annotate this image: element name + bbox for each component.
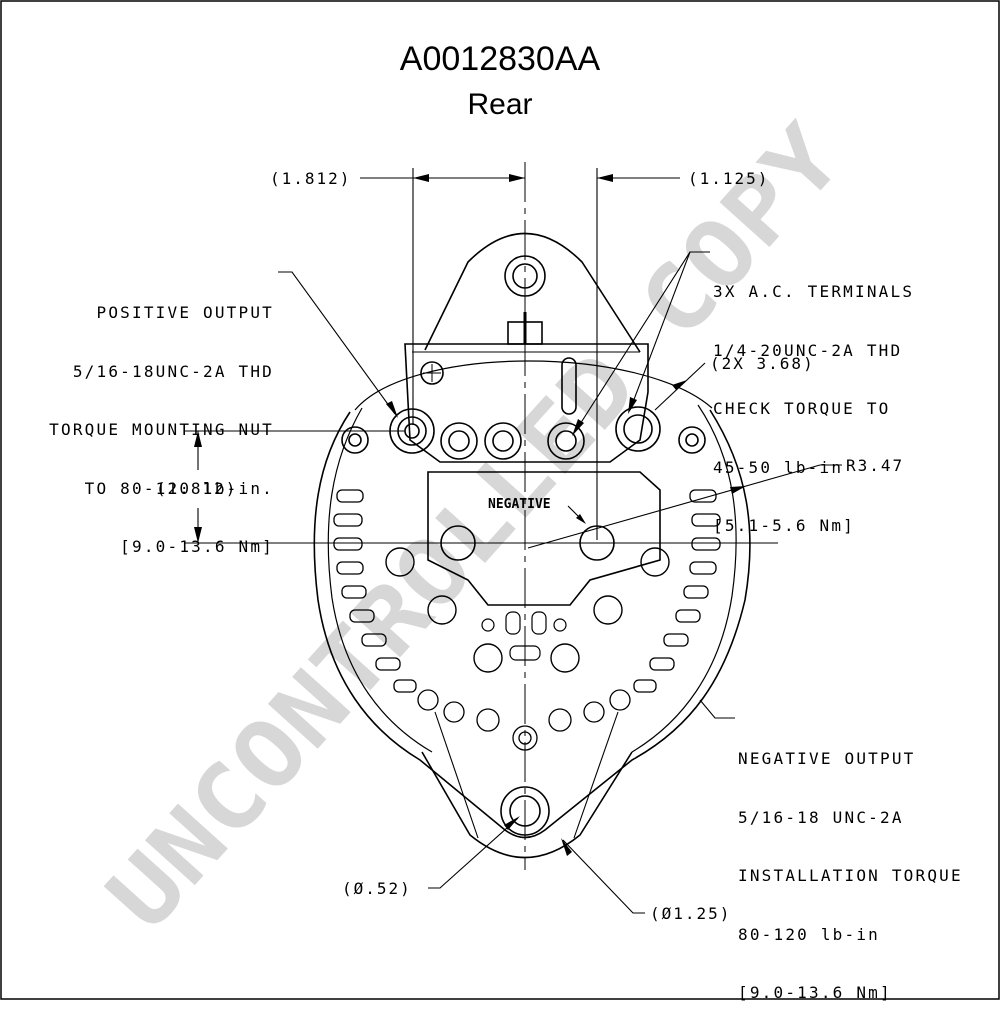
bottom-vent-holes [417,689,631,751]
dim-radius: R3.47 [846,456,904,475]
left-ear-bolt-inner [348,433,362,447]
left-ear-bolt [341,426,369,454]
dimension-lines [185,168,842,914]
right-mount-stud [615,406,661,452]
ac-terminal-2 [484,422,522,460]
housing-outline-inner-right [631,404,737,753]
dim-bottom-boss: (Ø1.25) [650,904,731,923]
top-mounting-ear [424,232,641,353]
callout-line: 1/4-20UNC-2A THD [713,340,903,360]
diode [473,643,503,673]
regulator-screw [420,361,444,385]
regulator-housing [404,343,649,463]
diode [550,643,580,673]
diode [427,595,457,625]
callout-line: [9.0-13.6 Nm] [120,537,274,556]
callout-line: 5/16-18 UNC-2A [738,807,904,827]
rectifier-plate [427,471,661,606]
callout-line: CHECK TORQUE TO [713,399,891,418]
left-cooling-slots [333,489,417,693]
dim-top-left: (1.812) [270,169,351,188]
callout-line: 80-120 lb-in [738,924,880,944]
callout-line: [9.0-13.6 Nm] [738,983,892,1002]
negative-output-callout: NEGATIVE OUTPUT 5/16-18 UNC-2A INSTALLAT… [738,710,963,1022]
right-ear-bolt [678,426,706,454]
negative-stud-left [440,525,476,561]
drawing-frame: UNCONTROLLED COPY [0,0,1000,1000]
bottom-ear-flank-left [434,711,479,839]
dim-bottom-hole: (Ø.52) [342,879,412,898]
regulator-slot [561,357,577,415]
callout-line: 5/16-18UNC-2A THD [72,361,274,381]
view-subtitle: Rear [467,88,533,121]
positive-output-callout: POSITIVE OUTPUT 5/16-18UNC-2A THD TORQUE… [49,264,274,576]
housing-outline [313,409,751,839]
bottom-mounting-ear [421,751,633,859]
dim-top-right: (1.125) [688,169,769,188]
diode [593,595,623,625]
diode-group [385,547,670,673]
part-number-title: A0012830AA [399,40,601,78]
negative-marking: NEGATIVE [488,497,551,512]
callout-line: TO 80-120 lb-in. [84,478,274,498]
diode [640,547,670,577]
bottom-mount-hole [509,795,541,827]
housing-outline-inner [327,407,433,753]
diode [385,547,415,577]
ac-terminal-1 [440,422,478,460]
callout-line: INSTALLATION TORQUE [738,866,963,885]
top-mount-hole-inner [512,263,538,289]
dimension-labels: (1.812) (1.125) (1.812) (2X 3.68) R3.47 … [156,169,904,923]
callout-line: 3X A.C. TERMINALS [713,282,915,301]
callout-line: POSITIVE OUTPUT [96,303,274,322]
bottom-ear-flank-right [573,711,619,839]
bottom-mount-boss [500,786,550,836]
top-mount-hole [504,255,546,297]
callout-line: [5.1-5.6 Nm] [713,516,855,535]
dim-left-vertical: (1.812) [156,479,237,498]
callout-line: TORQUE MOUNTING NUT [49,420,274,439]
right-cooling-slots [633,489,721,693]
dim-mount-spacing: (2X 3.68) [710,354,815,373]
center-vent-holes [481,611,567,661]
ac-terminal-3 [547,422,585,460]
frame-border [0,0,1000,1000]
ac-terminals-callout: 3X A.C. TERMINALS 1/4-20UNC-2A THD CHECK… [713,243,914,555]
callout-line: NEGATIVE OUTPUT [738,749,916,768]
callout-line: 45-50 lb-in [713,457,844,477]
right-ear-bolt-inner [685,433,699,447]
